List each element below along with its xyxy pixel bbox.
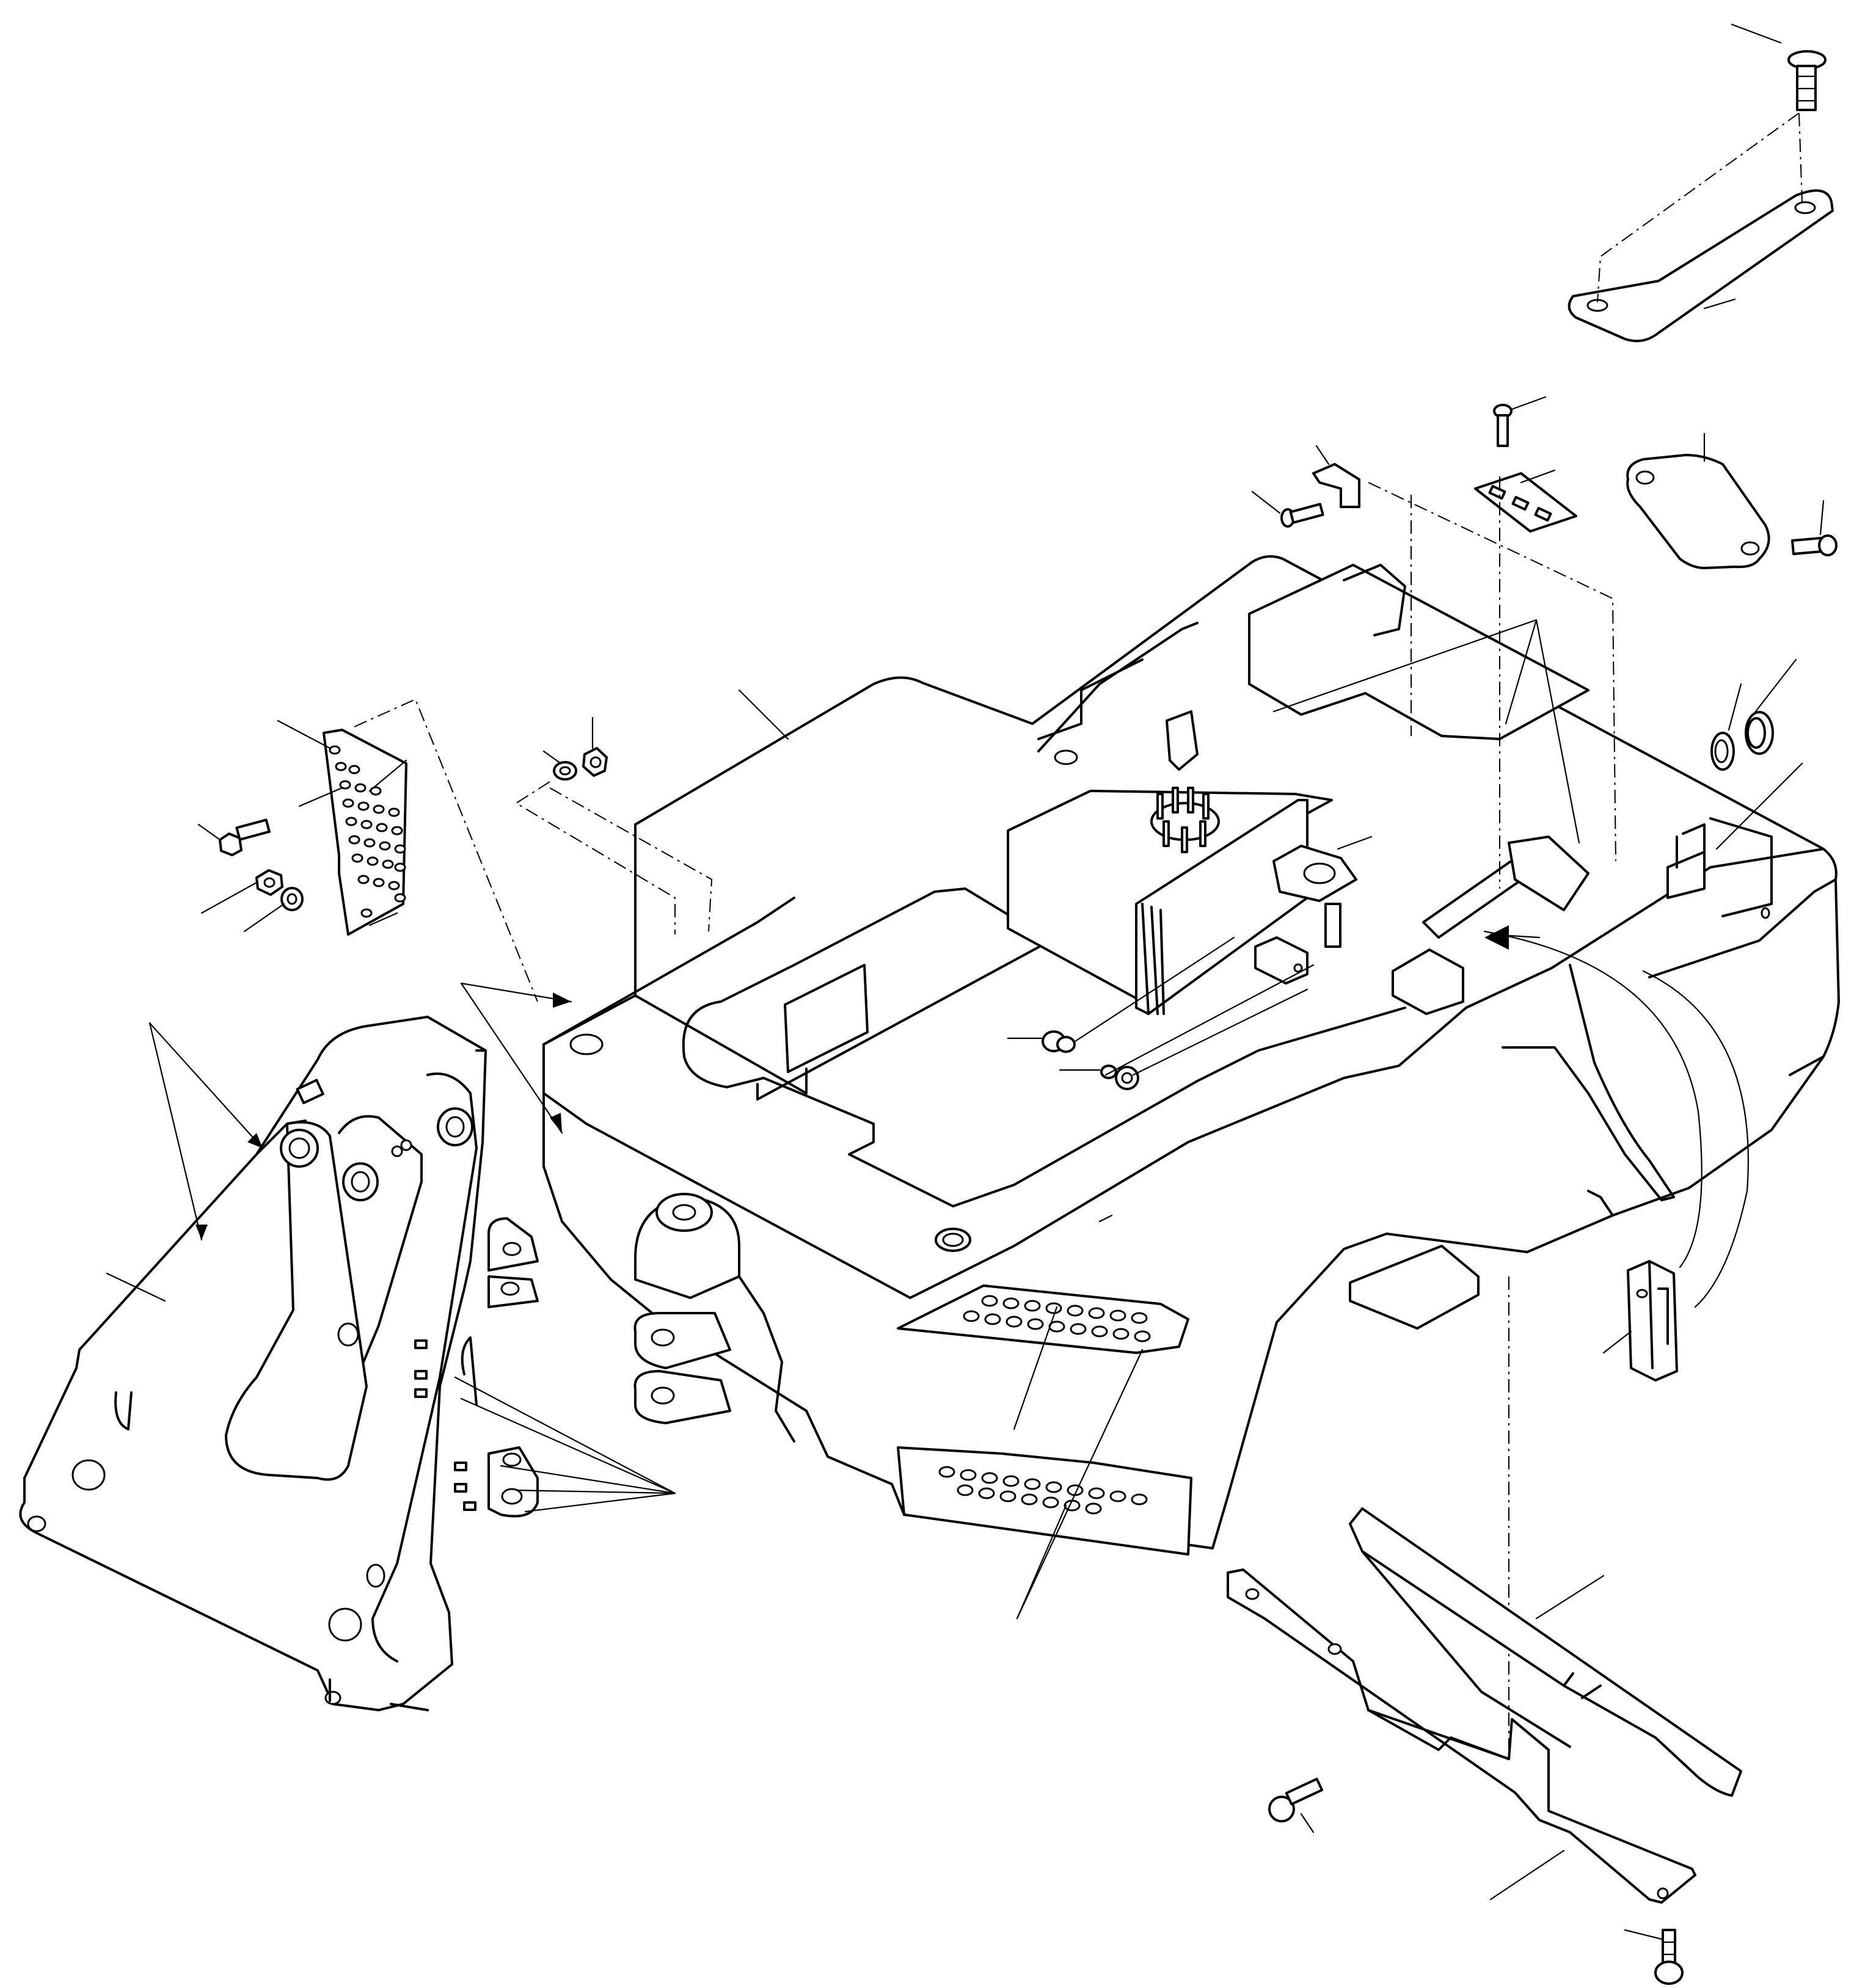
filler-neck (1150, 710, 1220, 853)
step-plate-upper (963, 1295, 1151, 1342)
inspection-cover (1626, 454, 1770, 569)
arrow-head (553, 992, 571, 1008)
arrow-head (247, 1133, 263, 1148)
bottom-plate (1227, 1568, 1696, 1904)
assembly-path (1597, 112, 1803, 303)
arrow-head (1484, 925, 1509, 950)
leader-line (106, 1272, 166, 1302)
pin (1324, 903, 1341, 948)
leader-line (1013, 1306, 1058, 1430)
arrow-head (195, 1225, 208, 1240)
nut-deck (582, 747, 608, 777)
leader-line (1731, 23, 1782, 44)
assembly-path (354, 698, 538, 1002)
leader-line (277, 719, 331, 749)
plug-deck (1042, 1030, 1076, 1053)
assembly-path (515, 781, 713, 934)
leader-line (1489, 1849, 1565, 1901)
leader-line (1728, 683, 1742, 731)
leader-lines (1272, 619, 1580, 844)
assembly-path (1368, 476, 1616, 889)
bolt-upper (1493, 404, 1513, 447)
cover-plate-top (1568, 189, 1834, 343)
guard-plate (1349, 1507, 1742, 1797)
leader-line (1715, 762, 1803, 850)
leader-line (368, 912, 398, 927)
spacer-block (1254, 936, 1308, 985)
leader-line (1098, 1214, 1113, 1223)
leader-line (1624, 1929, 1663, 1940)
leader-line (1535, 1575, 1605, 1620)
countersunk-screw-top (1787, 50, 1827, 111)
seal-ring (1710, 732, 1735, 771)
leader-line (1511, 396, 1547, 410)
step-plate-lower (938, 1466, 1148, 1515)
leader-line (1016, 1349, 1144, 1620)
leader-line (1602, 1330, 1632, 1354)
clip (1627, 1260, 1678, 1382)
leader-line (1132, 988, 1308, 1076)
bolt-left (219, 818, 271, 856)
leader-lines (1074, 936, 1315, 1076)
plug (1745, 711, 1774, 755)
main-frame (542, 555, 1840, 1556)
leader-line (200, 881, 258, 914)
leader-line (1703, 298, 1736, 310)
flange-plate (1272, 845, 1357, 902)
nut-left (255, 869, 283, 896)
bolt-bottom (1654, 1929, 1684, 1985)
leader-line (368, 759, 407, 792)
leader-line (1300, 1813, 1315, 1833)
leader-line (243, 903, 285, 933)
leader-line (1251, 490, 1281, 514)
leader-line (197, 823, 221, 841)
angle-bracket (1312, 463, 1360, 508)
clamp-strip (1474, 472, 1577, 533)
leader-line (1315, 445, 1330, 465)
vent-pipe (1422, 836, 1589, 939)
leader-line (1752, 658, 1797, 716)
pointer-line (148, 1022, 264, 1241)
washer-left (280, 887, 304, 911)
cable-line (1483, 930, 1703, 1269)
cable-line (1642, 970, 1750, 1308)
front-support-frame (19, 1016, 539, 1711)
bolt-cover (1791, 534, 1838, 556)
bolt-bracket (1280, 503, 1324, 528)
leader-line (1016, 1504, 1067, 1620)
leader-line (1819, 500, 1825, 536)
leader-line (738, 689, 789, 740)
leader-line (1337, 836, 1373, 850)
leader-line (298, 787, 343, 807)
step-plate-left (323, 729, 407, 936)
bolt-lower-left (1268, 1777, 1324, 1822)
washer-deck (553, 761, 577, 781)
leader-lines (454, 1376, 676, 1513)
arrow-head (550, 1113, 562, 1133)
leader-line (1520, 469, 1556, 484)
leader-line (542, 750, 562, 765)
